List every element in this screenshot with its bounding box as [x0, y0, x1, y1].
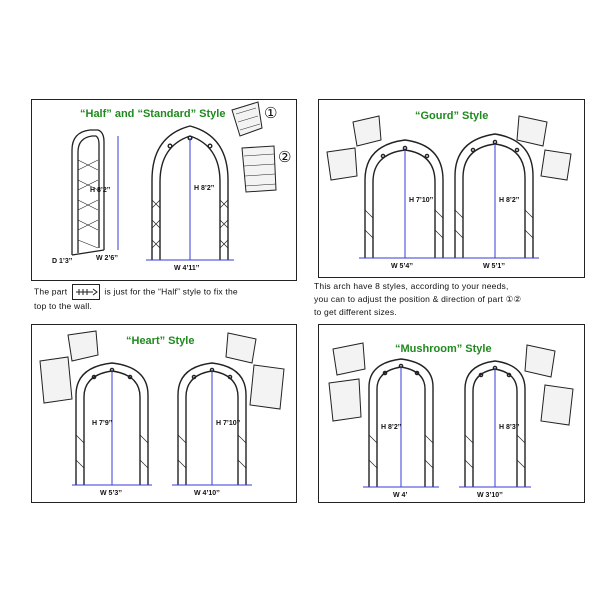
half-note-pre: The part: [34, 286, 68, 297]
panel-mushroom: “Mushroom” Style H 8’2’’ W 4’ H 8’3’’ W …: [318, 324, 585, 503]
mushroom-right-width-label: W 3’10’’: [477, 492, 503, 499]
gourd-right-height-label: H 8’2’’: [499, 197, 519, 204]
standard-arch-drawing: [151, 125, 229, 260]
styles-note-line2: you can to adjust the position & directi…: [314, 294, 522, 304]
panel-gourd: “Gourd” Style H 7’10’’ W 5’4’’ H 8’2’’ W…: [318, 99, 585, 278]
panel-title: “Heart” Style: [126, 335, 195, 347]
panel-title: “Gourd” Style: [415, 110, 489, 122]
mushroom-segment-parts: [328, 342, 574, 426]
gourd-arch-right: [454, 133, 534, 258]
heart-right-height-label: H 7’10’’: [216, 420, 240, 427]
arch-segment-part-2: [241, 145, 277, 193]
styles-note-line3: to get different sizes.: [314, 307, 397, 317]
depth-label: D 1’3’’: [52, 258, 72, 265]
panel-title: “Mushroom” Style: [395, 343, 492, 355]
half-width-label: W 2’6’’: [96, 255, 118, 262]
mushroom-diagram: H 8’2’’ W 4’ H 8’3’’ W 3’10’’: [328, 342, 574, 499]
panel-heart: “Heart” Style H 7’9’’ W 5’3’’ H 7’10’’ W…: [31, 324, 297, 503]
heart-diagram: H 7’9’’ W 5’3’’ H 7’10’’ W 4’10’’: [39, 330, 285, 497]
standard-height-label: H 8’2’’: [194, 185, 214, 192]
mushroom-left-width-label: W 4’: [393, 492, 407, 499]
standard-width-label: W 4’11’’: [174, 265, 199, 272]
half-note: The part is just for the “Half” style to…: [34, 284, 294, 313]
wall-anchor-bolt-icon: [71, 284, 100, 300]
heart-segment-parts: [39, 330, 285, 410]
styles-note: This arch have 8 styles, according to yo…: [314, 280, 598, 319]
half-standard-diagram: H 8’2’’ D 1’3’’ W 2’6’’ H 8’2’’ W 4’11’’…: [52, 101, 291, 272]
mushroom-right-height-label: H 8’3’’: [499, 424, 519, 431]
gourd-right-width-label: W 5’1’’: [483, 263, 505, 270]
half-arch-drawing: [71, 129, 105, 256]
panel-half-standard: “Half” and “Standard” Style H 8’2’’ D 1’…: [31, 99, 297, 281]
heart-right-width-label: W 4’10’’: [194, 490, 220, 497]
part-2-label: ②: [278, 148, 291, 166]
gourd-diagram: H 7’10’’ W 5’4’’ H 8’2’’ W 5’1’’: [326, 115, 572, 270]
part-1-label: ①: [264, 104, 277, 122]
panel-title: “Half” and “Standard” Style: [80, 108, 226, 120]
gourd-left-height-label: H 7’10’’: [409, 197, 433, 204]
heart-left-width-label: W 5’3’’: [100, 490, 122, 497]
heart-left-height-label: H 7’9’’: [92, 420, 112, 427]
half-note-post: is just for the “Half” style to fix the: [104, 286, 238, 297]
styles-note-line1: This arch have 8 styles, according to yo…: [314, 281, 509, 291]
gourd-left-width-label: W 5’4’’: [391, 263, 413, 270]
half-height-label: H 8’2’’: [90, 187, 110, 194]
gourd-segment-parts: [326, 115, 572, 181]
arch-segment-part-1: [231, 101, 263, 137]
half-note-line2: top to the wall.: [34, 301, 93, 311]
mushroom-left-height-label: H 8’2’’: [381, 424, 401, 431]
